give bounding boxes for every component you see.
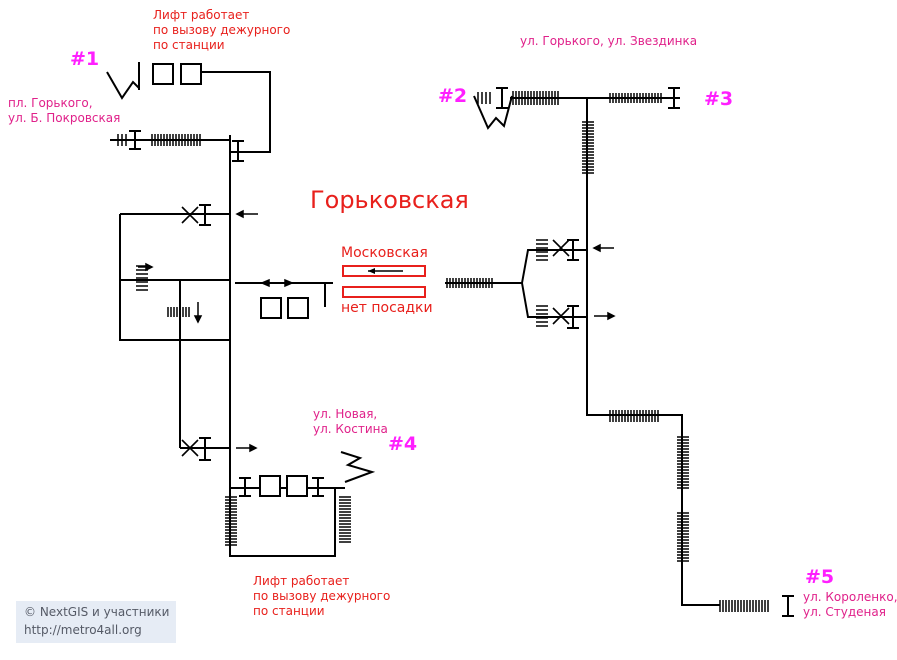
- exit-4-elevator-note: Лифт работает по вызову дежурного по ста…: [253, 574, 391, 618]
- platform-no-boarding: нет посадки: [341, 300, 433, 316]
- exit-4-number: #4: [388, 433, 418, 455]
- gates: [129, 87, 794, 617]
- credits-link[interactable]: http://metro4all.org: [24, 623, 142, 637]
- stairs: [106, 62, 513, 483]
- exit-1-elevator-note: Лифт работает по вызову дежурного по ста…: [153, 8, 291, 52]
- credits-copyright: © NextGIS и участники: [24, 605, 170, 619]
- escalators: [117, 91, 769, 612]
- platform: [342, 265, 426, 298]
- elevators: [152, 63, 309, 497]
- exit-1-number: #1: [70, 48, 100, 70]
- exit-2-number: #2: [438, 85, 468, 107]
- exit-5-streets: ул. Короленко, ул. Студеная: [803, 590, 897, 619]
- exit-2-streets: ул. Горького, ул. Звездинка: [520, 34, 698, 48]
- platform-direction: Московская: [341, 245, 428, 261]
- arrows: [138, 209, 616, 453]
- station-title: Горьковская: [310, 186, 469, 214]
- exit-4-streets: ул. Новая, ул. Костина: [313, 407, 388, 436]
- exit-5-number: #5: [805, 566, 835, 588]
- exit-3-number: #3: [704, 88, 734, 110]
- corridors: [110, 71, 720, 606]
- credits-box: © NextGIS и участники http://metro4all.o…: [16, 601, 176, 643]
- exit-1-streets: пл. Горького, ул. Б. Покровская: [8, 96, 121, 125]
